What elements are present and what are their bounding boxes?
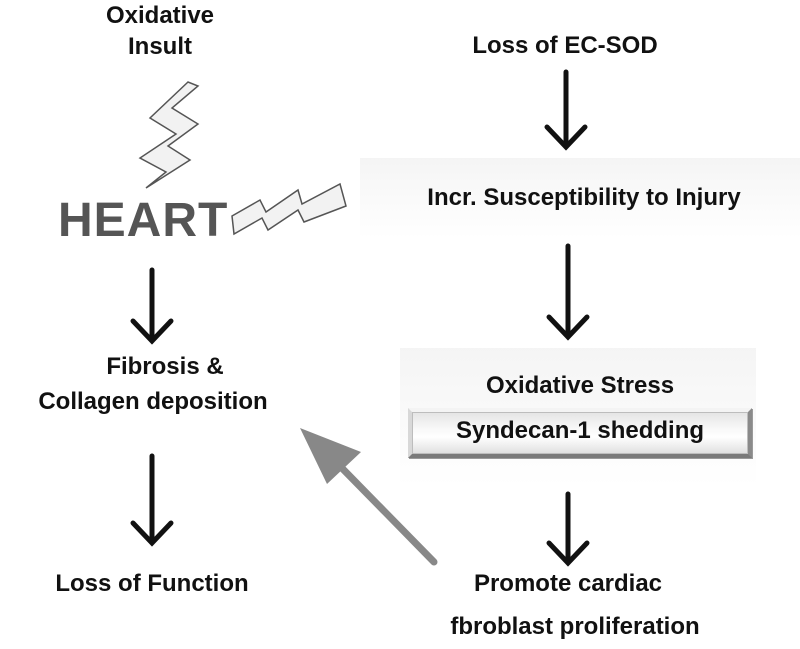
arrow-stress-to-promote — [546, 491, 590, 567]
syndecan-label: Syndecan-1 shedding — [455, 417, 705, 444]
arrow-ecsod-to-susceptibility — [544, 69, 588, 151]
arrow-heart-to-fibrosis — [130, 267, 174, 345]
oxidative-insult-label-1: Oxidative — [105, 2, 215, 29]
promote-label-1: Promote cardiac — [473, 570, 663, 597]
promote-label-2: fbroblast proliferation — [450, 613, 700, 640]
fibrosis-label-2: Collagen deposition — [38, 388, 268, 415]
loss-of-function-label: Loss of Function — [55, 570, 249, 597]
lightning-bolt-icon — [138, 81, 200, 189]
oxidative-insult-label-2: Insult — [128, 33, 192, 60]
arrow-susceptibility-to-stress — [546, 243, 590, 341]
oxidative-stress-label: Oxidative Stress — [485, 372, 675, 399]
loss-ec-sod-label: Loss of EC-SOD — [472, 32, 658, 59]
arrow-fibrosis-to-loss — [130, 453, 174, 547]
heart-label: HEART — [58, 194, 229, 247]
susceptibility-label: Incr. Susceptibility to Injury — [427, 184, 741, 211]
arrow-promote-to-fibrosis — [300, 428, 438, 566]
syndecan-box — [408, 408, 752, 458]
lightning-bolt-icon — [231, 182, 347, 236]
susceptibility-panel — [360, 158, 800, 238]
fibrosis-label-1: Fibrosis & — [106, 353, 224, 380]
